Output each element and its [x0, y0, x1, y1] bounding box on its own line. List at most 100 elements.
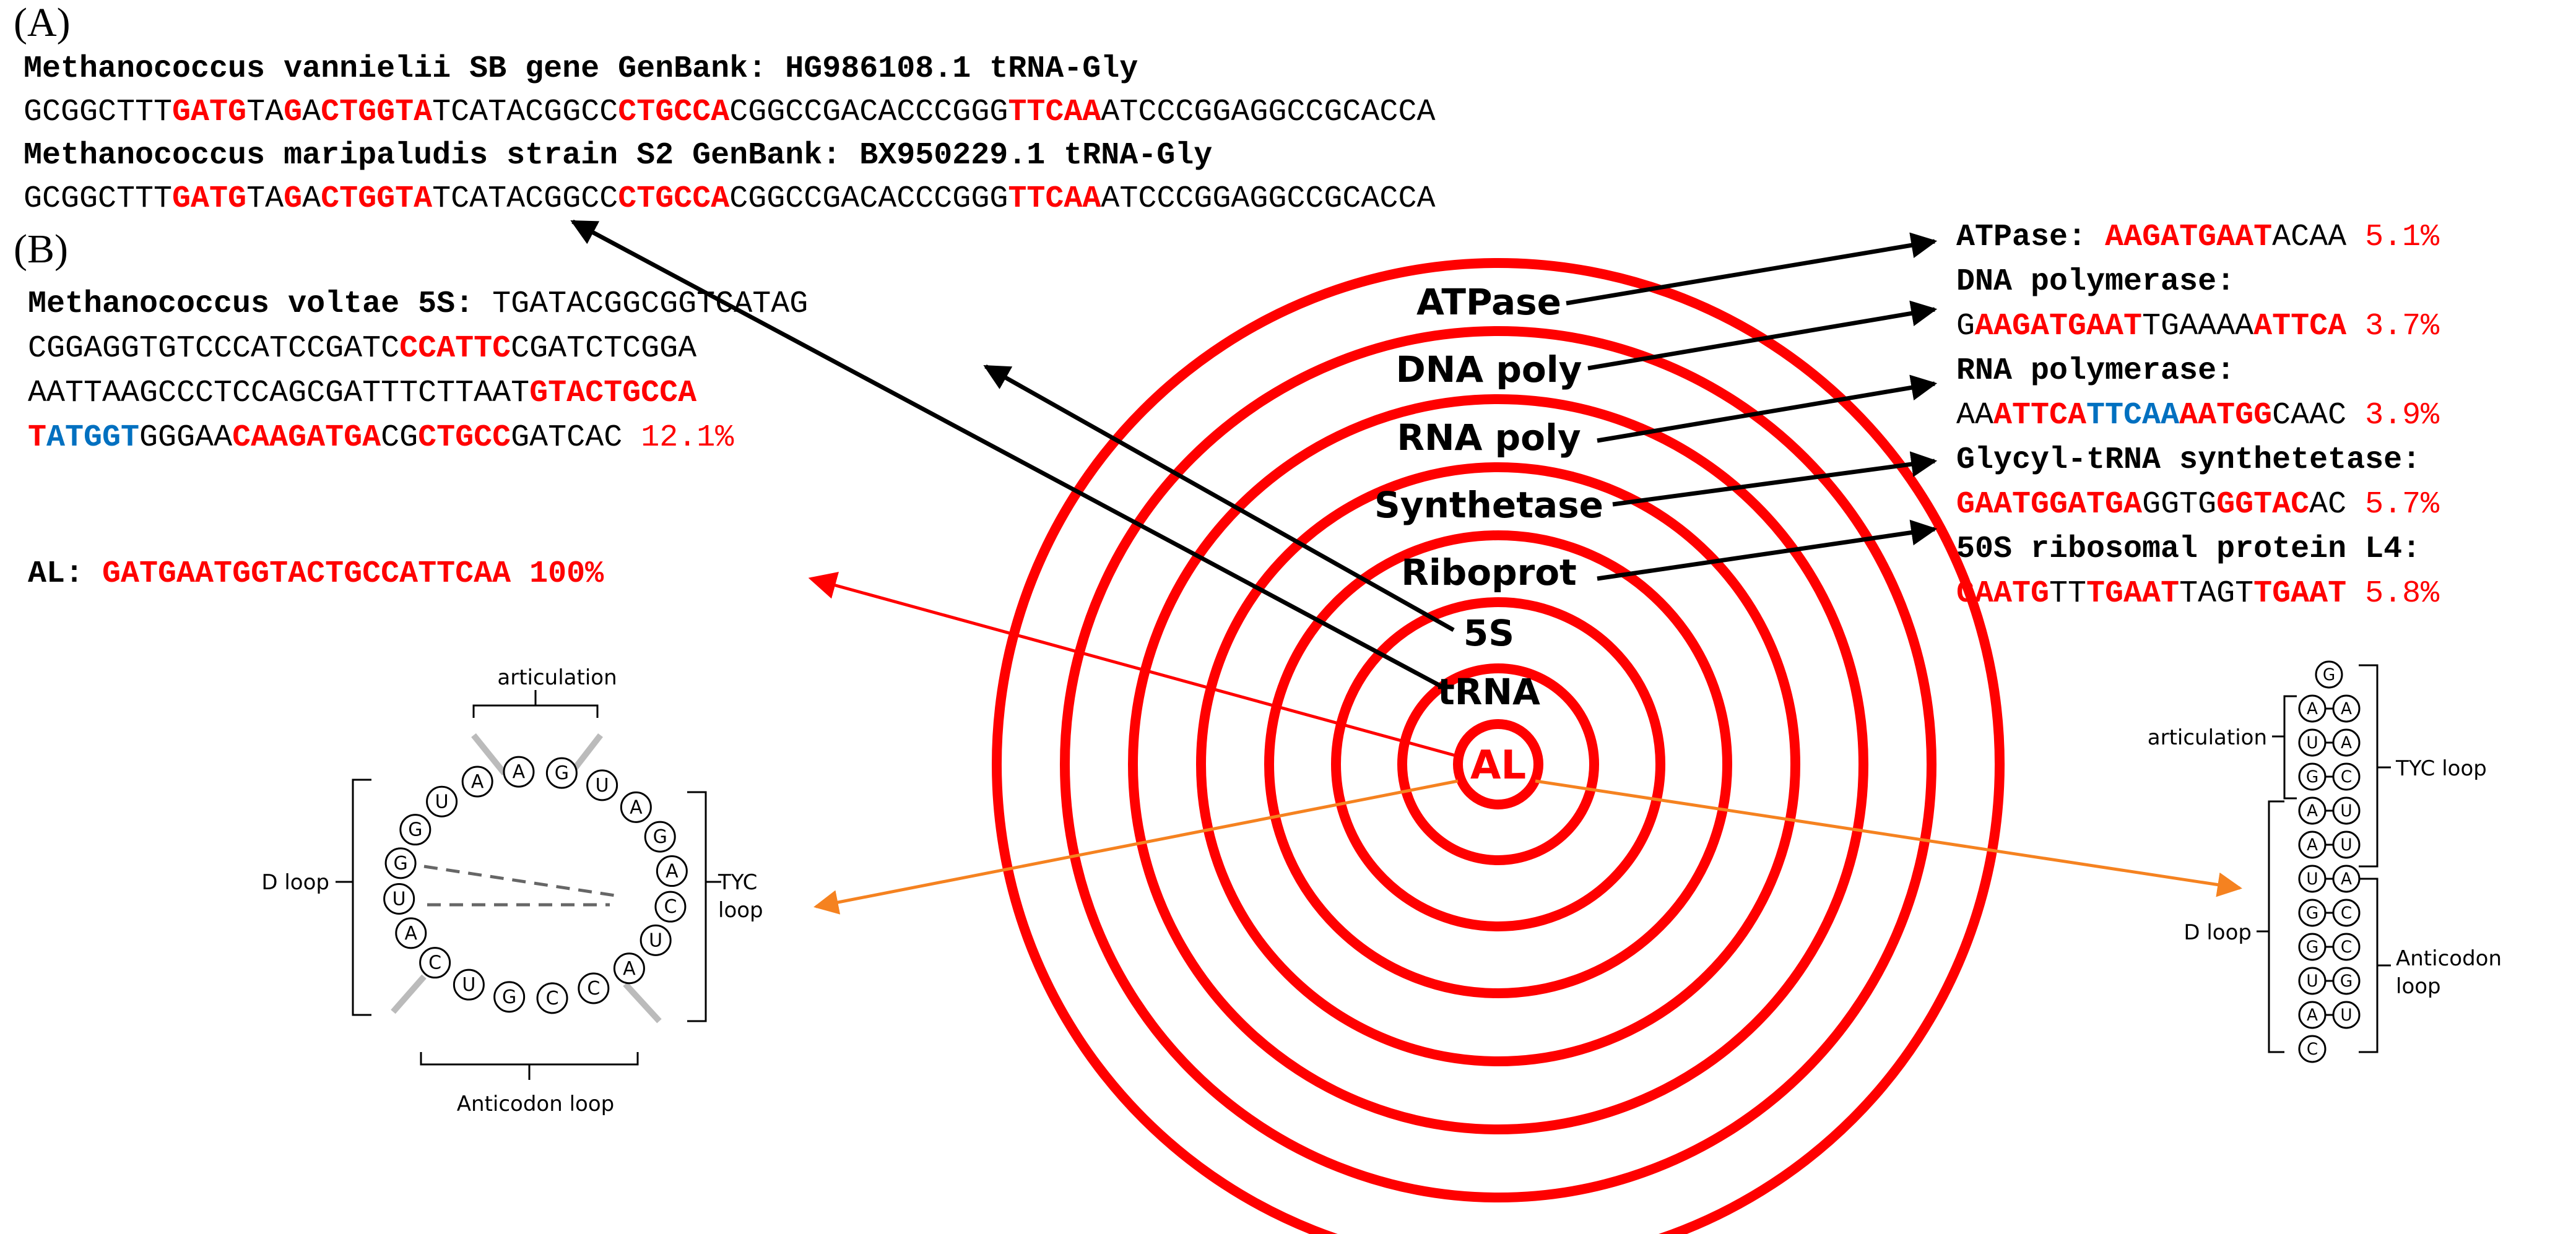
- left-loop-base: U: [640, 924, 672, 956]
- right-loop-base-right: A: [2332, 865, 2361, 893]
- right-dloop-label: D loop: [2184, 920, 2252, 945]
- svg-text:A: A: [2341, 734, 2352, 753]
- right-tyc-label: TYC loop: [2395, 756, 2487, 781]
- left-loop-base: U: [383, 882, 415, 915]
- svg-text:G: G: [653, 826, 667, 848]
- al-sequence-line: AL: GATGAATGGTACTGCCATTCAA 100%: [28, 556, 604, 592]
- ring-label-riboprot: Riboprot: [1401, 551, 1577, 593]
- ring-label-5s: 5S: [1464, 612, 1514, 654]
- svg-text:G: G: [393, 853, 407, 874]
- left-loop-base: G: [545, 757, 578, 789]
- svg-text:C: C: [2341, 938, 2352, 957]
- ring-label-synthetase: Synthetase: [1374, 484, 1603, 526]
- voltae-line-2: CGGAGGTGTCCCATCCGATCCCATTCCGATCTCGGA: [28, 331, 697, 366]
- left-loop-base: A: [461, 766, 493, 798]
- right-loop-base-right: C: [2332, 762, 2361, 791]
- left-tyc-label-1: TYC: [718, 870, 757, 895]
- right-loop-base-left: U: [2298, 967, 2327, 995]
- svg-text:A: A: [513, 761, 526, 783]
- glycyl-name: Glycyl-tRNA synthetetase:: [1956, 442, 2421, 478]
- svg-text:U: U: [2340, 836, 2352, 855]
- left-loop-base: A: [620, 791, 652, 823]
- right-loop-base-right: U: [2332, 831, 2361, 859]
- arrow-right-loop: [1535, 779, 2242, 897]
- right-articulation-label: articulation: [2148, 725, 2267, 750]
- right-loop-base-right: U: [2332, 796, 2361, 825]
- svg-text:U: U: [2306, 870, 2318, 889]
- svg-text:G: G: [555, 762, 569, 784]
- voltae-line-4: TATGGTGGGAACAAGATGACGCTGCCGATCAC 12.1%: [28, 420, 734, 455]
- right-anticodon-label-1: Anticodon: [2396, 946, 2502, 971]
- arrow-synthetase: [1612, 451, 1938, 507]
- svg-text:G: G: [2323, 666, 2335, 684]
- left-loop-base: A: [503, 756, 535, 788]
- dnapol-name: DNA polymerase:: [1956, 264, 2236, 300]
- svg-text:G: G: [502, 986, 516, 1008]
- ring-6: [1060, 326, 1936, 1202]
- svg-text:G: G: [2306, 768, 2318, 787]
- ring-5: [1128, 394, 1868, 1134]
- right-loop-base-left: U: [2298, 865, 2327, 893]
- svg-text:U: U: [462, 974, 475, 996]
- svg-text:U: U: [2340, 802, 2352, 821]
- svg-text:A: A: [666, 861, 679, 882]
- svg-text:A: A: [630, 796, 643, 818]
- right-loop-base-left: A: [2298, 1001, 2327, 1029]
- seq2-sequence: GCGGCTTTGATGTAGACTGGTATCATACGGCCCTGCCACG…: [24, 181, 1436, 217]
- ring-label-rnapoly: RNA poly: [1397, 416, 1581, 459]
- l4-name: 50S ribosomal protein L4:: [1956, 532, 2421, 567]
- concentric-rings: [992, 258, 2005, 1234]
- panel-a-label: (A): [14, 0, 71, 45]
- svg-text:C: C: [2307, 1040, 2318, 1059]
- seq1-title: Methanococcus vannielii SB gene GenBank:…: [24, 51, 1138, 87]
- right-loop-base-right: G: [2332, 967, 2361, 995]
- svg-text:A: A: [405, 923, 418, 944]
- svg-text:U: U: [596, 775, 609, 796]
- svg-text:C: C: [428, 952, 441, 974]
- svg-text:A: A: [2307, 836, 2318, 855]
- right-loop-bottom-base: C: [2298, 1035, 2327, 1063]
- seq1-sequence: GCGGCTTTGATGTAGACTGGTATCATACGGCCCTGCCACG…: [24, 95, 1436, 130]
- left-loop-base: G: [644, 821, 676, 853]
- arrow-riboprot: [1597, 519, 1938, 581]
- l4-seq: GAATGTTTGAATTAGTTGAAT 5.8%: [1956, 576, 2440, 611]
- voltae-line-1: Methanococcus voltae 5S: TGATACGGCGGTCAT…: [28, 287, 809, 322]
- right-loop-base-left: A: [2298, 831, 2327, 859]
- svg-text:A: A: [623, 958, 636, 980]
- left-loop-base: A: [613, 952, 645, 985]
- right-anticodon-label-2: loop: [2396, 974, 2441, 999]
- right-loop-base-left: U: [2298, 728, 2327, 757]
- svg-text:G: G: [408, 819, 422, 841]
- right-loop-base-right: A: [2332, 694, 2361, 723]
- left-tyc-label-2: loop: [718, 898, 763, 923]
- left-loop-base: C: [578, 972, 610, 1004]
- right-loop-base-right: C: [2332, 933, 2361, 961]
- left-loop-base: G: [493, 981, 526, 1013]
- svg-text:U: U: [435, 791, 449, 813]
- ring-label-trna: tRNA: [1438, 671, 1540, 713]
- left-loop-base: G: [399, 814, 432, 846]
- rnapol-name: RNA polymerase:: [1956, 353, 2236, 389]
- svg-text:C: C: [587, 978, 600, 999]
- svg-text:U: U: [2306, 734, 2318, 753]
- arrow-left-loop: [813, 779, 1459, 915]
- left-dloop-label: D loop: [261, 870, 329, 895]
- svg-text:C: C: [2341, 768, 2352, 787]
- atpase-line: ATPase: AAGATGAATACAA 5.1%: [1956, 220, 2440, 255]
- right-loop-base-right: U: [2332, 1001, 2361, 1029]
- right-loop-base-left: A: [2298, 694, 2327, 723]
- arrow-dnapoly: [1587, 300, 1938, 371]
- ring-label-dnapoly: DNA poly: [1396, 348, 1582, 390]
- right-loop-base-left: A: [2298, 796, 2327, 825]
- ring-1: [1397, 663, 1599, 865]
- left-loop-base: U: [426, 785, 458, 818]
- right-loop-base-right: A: [2332, 728, 2361, 757]
- left-loop-base: U: [586, 769, 618, 801]
- left-articulation-label: articulation: [497, 665, 617, 690]
- glycyl-seq: GAATGGATGAGGTGGGTACAC 5.7%: [1956, 487, 2440, 522]
- left-loop-base: A: [395, 917, 427, 949]
- left-loop-base: C: [536, 982, 568, 1014]
- arrow-trna: [570, 219, 1444, 689]
